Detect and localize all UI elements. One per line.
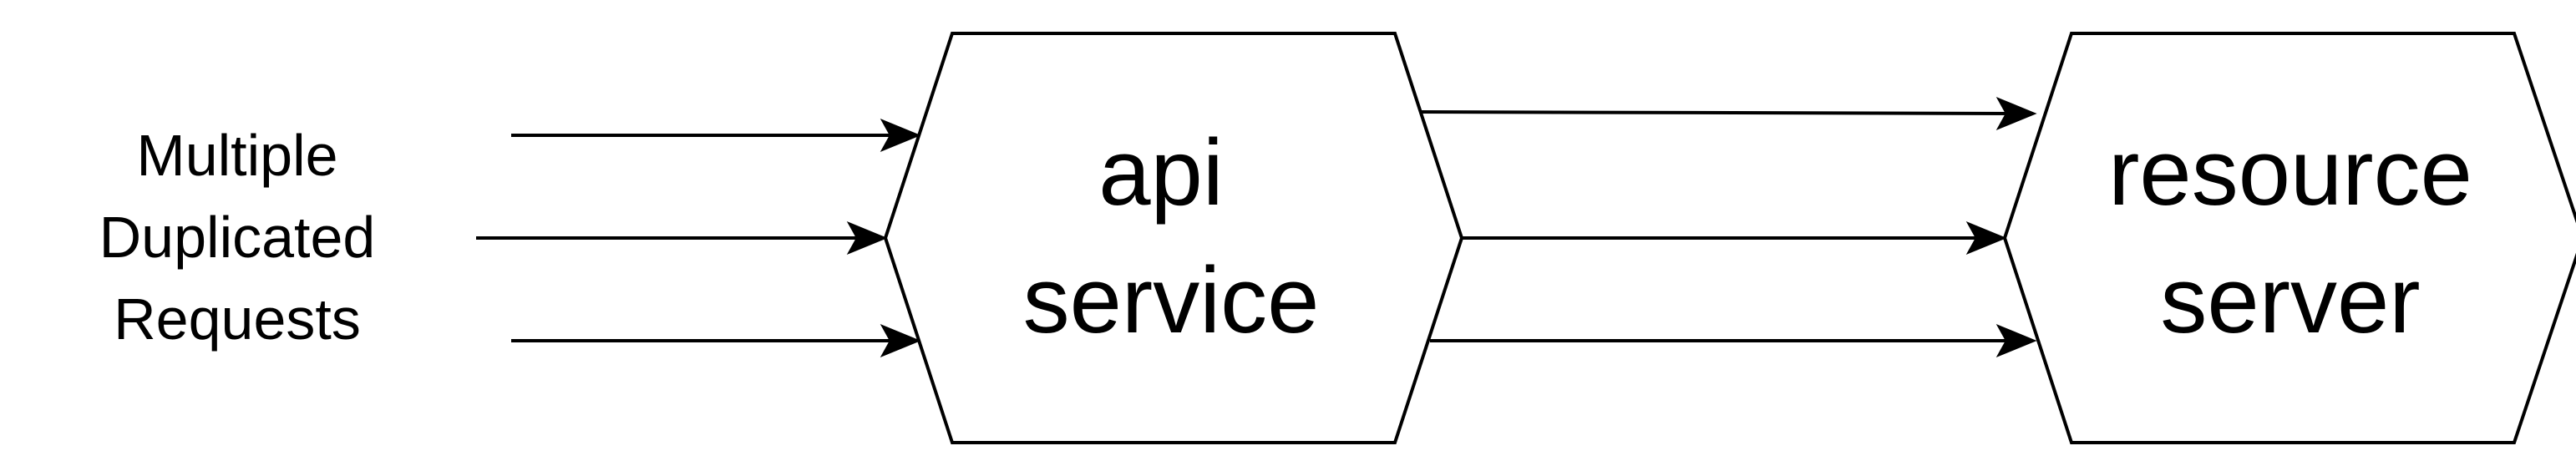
api-service-label-line-2: service [1023,248,1320,352]
resource-server-label-line-2: server [2160,248,2420,352]
incoming-arrow-top [511,118,921,153]
source-label-line-3: Requests [114,286,361,352]
arrowhead [1995,323,2037,358]
arrowhead [1965,220,2007,256]
forward-arrow-top [1419,96,2037,131]
forward-arrow-middle [1462,220,2007,256]
forward-arrow-bottom [1430,323,2037,358]
api-service-label-line-1: api [1098,120,1223,225]
arrowhead [880,323,921,358]
arrowhead [880,118,921,153]
source-label-line-2: Duplicated [99,205,376,270]
api-service-node: api service [883,32,1464,444]
source-label: Multiple Duplicated Requests [99,123,376,352]
source-label-line-1: Multiple [136,123,337,188]
arrowhead [1995,96,2037,131]
resource-server-hexagon [2002,32,2576,444]
api-service-hexagon [883,32,1464,444]
incoming-arrow-bottom [511,323,921,358]
resource-server-label-line-1: resource [2108,120,2472,225]
arrowhead [846,220,888,256]
incoming-arrow-middle [476,220,888,256]
resource-server-node: resource server [2002,32,2576,444]
